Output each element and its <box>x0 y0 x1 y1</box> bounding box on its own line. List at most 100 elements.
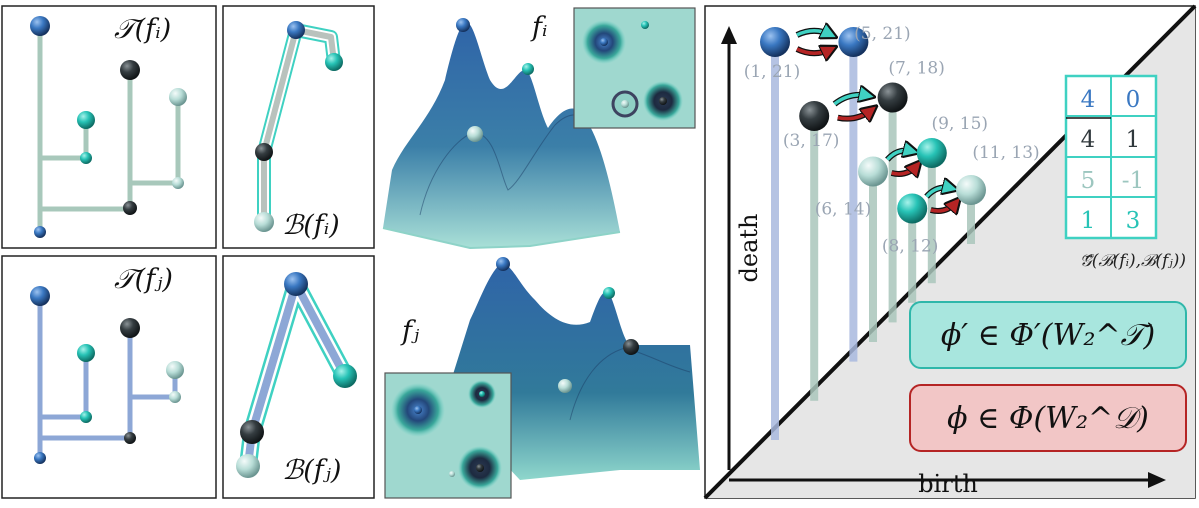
assignment-box-teal: ϕ′ ∈ Φ′(W₂^𝒯) <box>909 301 1187 369</box>
persistence-bar <box>927 153 936 284</box>
x-axis-arrow <box>1148 472 1166 488</box>
matching-arrow <box>796 31 831 35</box>
bdt-j <box>239 275 354 475</box>
matrix-cell: 4 <box>1081 87 1096 113</box>
inset-fj <box>384 372 512 499</box>
terrain-peak <box>623 339 639 355</box>
terrain-peak <box>558 379 572 393</box>
tree-node <box>169 391 181 403</box>
bdt-j-label: ℬ(fⱼ) <box>282 455 342 486</box>
matching-arrow <box>891 165 918 174</box>
matching-arrow <box>925 188 953 198</box>
persistence-point <box>897 193 928 224</box>
tree-i-label: 𝒯(fᵢ) <box>114 14 172 45</box>
inset-peak <box>659 97 667 105</box>
bdt-node <box>325 53 343 71</box>
tree-node <box>120 318 140 338</box>
matrix-cell: -1 <box>1122 168 1144 194</box>
persistence-point <box>916 138 947 168</box>
terrain-fi <box>382 18 621 250</box>
bdt-node <box>255 143 273 161</box>
persistence-point-label: (7, 18) <box>888 59 945 79</box>
matrix-cell: 1 <box>1126 127 1141 153</box>
persistence-point-label: (9, 15) <box>932 114 989 134</box>
persistence-bar <box>888 97 897 323</box>
tree-node <box>34 226 46 238</box>
tree-node <box>80 411 92 423</box>
tree-node <box>172 177 184 189</box>
persistence-bar <box>967 190 975 244</box>
persistence-point-label: (6, 14) <box>815 200 872 220</box>
matrix-cell: 0 <box>1126 87 1141 113</box>
tree-node <box>77 111 95 129</box>
persistence-bar <box>908 208 917 303</box>
matching-arrow <box>886 151 913 161</box>
gradient-matrix: 4 0 4 1 5 -1 1 3 𝒢⃗(ℬ(fᵢ),ℬ(fⱼ)) <box>1064 74 1186 271</box>
y-axis-arrow <box>721 26 737 44</box>
tree-j-label: 𝒯(fⱼ) <box>114 264 173 295</box>
inset-peak <box>479 391 485 397</box>
persistence-bars <box>771 42 975 440</box>
merge-tree-j <box>37 293 178 461</box>
persistence-point <box>799 101 830 131</box>
inset-peak <box>621 100 629 108</box>
bdt-node <box>240 420 264 444</box>
matrix-cell: 5 <box>1081 168 1096 194</box>
inset-peak <box>414 406 422 414</box>
tree-node <box>124 432 136 444</box>
bdt-node <box>287 21 305 39</box>
terrain-fj-label: fⱼ <box>402 316 420 347</box>
box-red <box>909 384 1187 452</box>
tree-node <box>34 452 46 464</box>
persistence-point-label: (8, 12) <box>882 237 939 257</box>
persistence-bar <box>810 116 819 401</box>
terrain-base <box>382 227 621 250</box>
matching-arrows <box>795 31 957 211</box>
inset-fi <box>573 7 696 129</box>
persistence-labels: (1, 21) (5, 21) (3, 17) (7, 18) (9, 15) (11, … <box>744 24 1040 257</box>
terrain-fi-label: fᵢ <box>532 12 548 43</box>
matrix-caption: 𝒢⃗(ℬ(fᵢ),ℬ(fⱼ)) <box>1080 251 1186 271</box>
matching-arrow <box>837 109 872 118</box>
bdt-node <box>284 272 308 296</box>
matrix-cell: 3 <box>1126 208 1141 234</box>
tree-node <box>80 152 92 164</box>
tree-node <box>166 361 184 379</box>
persistence-point-label: (1, 21) <box>744 62 801 82</box>
persistence-point-label: (5, 21) <box>854 24 911 44</box>
terrain-peak <box>522 63 534 75</box>
persistence-point <box>956 175 986 205</box>
inset-peak <box>641 21 649 29</box>
y-axis-label: death <box>735 214 763 283</box>
matching-arrow <box>833 95 869 106</box>
panel-tree-i <box>1 5 217 249</box>
merge-tree-i <box>37 23 181 235</box>
matching-arrow <box>796 49 831 53</box>
terrain-contour <box>419 114 586 216</box>
bdt-node <box>254 212 274 232</box>
persistence-bar <box>869 171 877 342</box>
tree-node <box>30 16 50 36</box>
persistence-bar <box>849 42 858 362</box>
matrix-cell: 1 <box>1081 208 1096 234</box>
persistence-point <box>760 27 790 57</box>
x-axis-label: birth <box>918 470 978 498</box>
persistence-point-label: (11, 13) <box>972 143 1039 163</box>
terrain-peak <box>496 257 510 271</box>
tree-node <box>169 88 187 106</box>
persistence-point <box>877 82 908 113</box>
tree-node <box>123 201 137 215</box>
terrain-peak <box>467 126 483 142</box>
box-red-label: ϕ ∈ Φ(W₂^𝒟) <box>947 401 1149 436</box>
box-teal-label: ϕ′ ∈ Φ′(W₂^𝒯) <box>941 318 1155 353</box>
matrix-cell: 4 <box>1081 127 1096 153</box>
tree-node <box>77 344 95 362</box>
terrain-surface <box>383 22 620 248</box>
bdt-node <box>236 454 260 478</box>
box-teal <box>909 301 1187 369</box>
persistence-point-label: (3, 17) <box>783 131 840 151</box>
matching-arrow <box>930 202 957 211</box>
tree-node <box>120 60 140 80</box>
tree-node <box>30 286 50 306</box>
